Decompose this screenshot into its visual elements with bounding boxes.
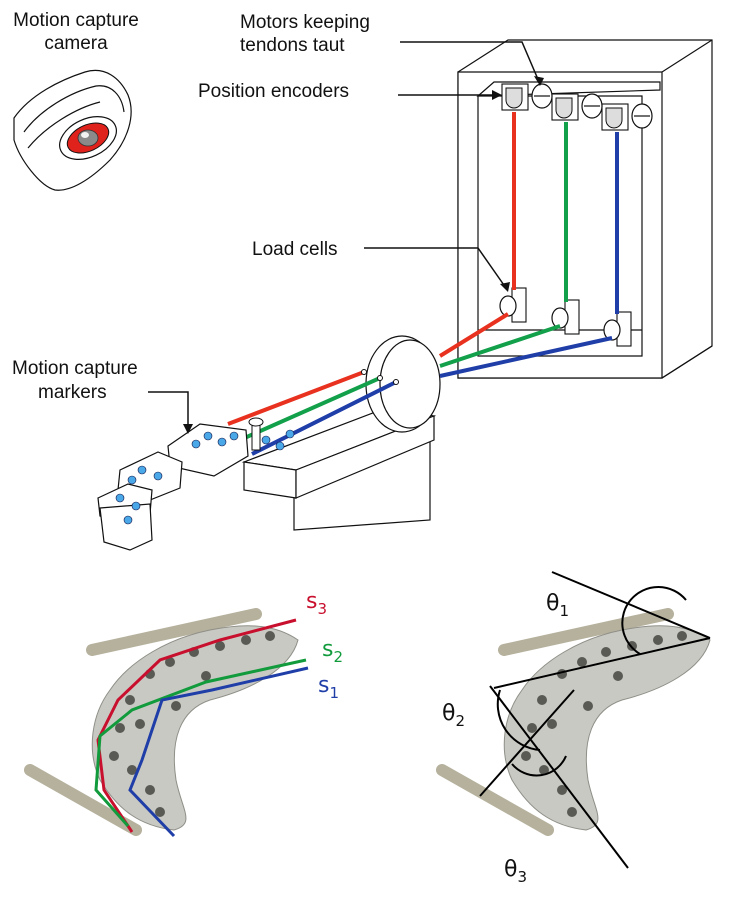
finger-base-mount — [241, 335, 441, 531]
tendon-path-s3 — [96, 618, 297, 833]
camera-label-line1: Motion capture — [13, 10, 139, 31]
tendon-path-s2 — [94, 658, 307, 827]
arc-length-s1: s1 — [318, 673, 339, 702]
tendons-routing — [227, 312, 613, 456]
tendon-path-s1 — [128, 666, 309, 838]
finger-photo-arc-lengths — [24, 608, 309, 838]
load-cells-label: Load cells — [252, 239, 338, 260]
tendons-vertical — [512, 112, 619, 314]
joint-angle-labels: θ1 θ2 θ3 — [442, 591, 569, 886]
angle-theta-1: θ1 — [546, 591, 569, 620]
load-cells-leader-line — [364, 247, 507, 289]
motors-label-line1: Motors keeping — [240, 12, 370, 33]
motors-leader-line — [400, 41, 541, 85]
robotic-finger — [97, 417, 295, 551]
tension-motors — [531, 83, 653, 129]
finger-photo-joint-angles — [436, 571, 711, 869]
markers-label-line1: Motion capture — [12, 358, 138, 379]
arc-length-labels: s3 s2 s1 — [306, 589, 343, 702]
arc-length-s3: s3 — [306, 589, 327, 618]
position-encoders — [501, 83, 629, 131]
encoders-label: Position encoders — [198, 81, 349, 102]
motion-capture-markers — [115, 429, 295, 525]
arc-length-s2: s2 — [322, 637, 343, 666]
angle-theta-3: θ3 — [504, 857, 527, 886]
markers-label-line2: markers — [38, 382, 107, 403]
angle-theta-2: θ2 — [442, 701, 465, 730]
markers-leader-line — [148, 391, 189, 430]
camera-label-line2: camera — [44, 33, 108, 54]
motors-label-line2: tendons taut — [240, 35, 345, 56]
motion-capture-camera — [13, 69, 132, 191]
load-cells — [499, 287, 632, 347]
actuation-box — [457, 39, 713, 379]
